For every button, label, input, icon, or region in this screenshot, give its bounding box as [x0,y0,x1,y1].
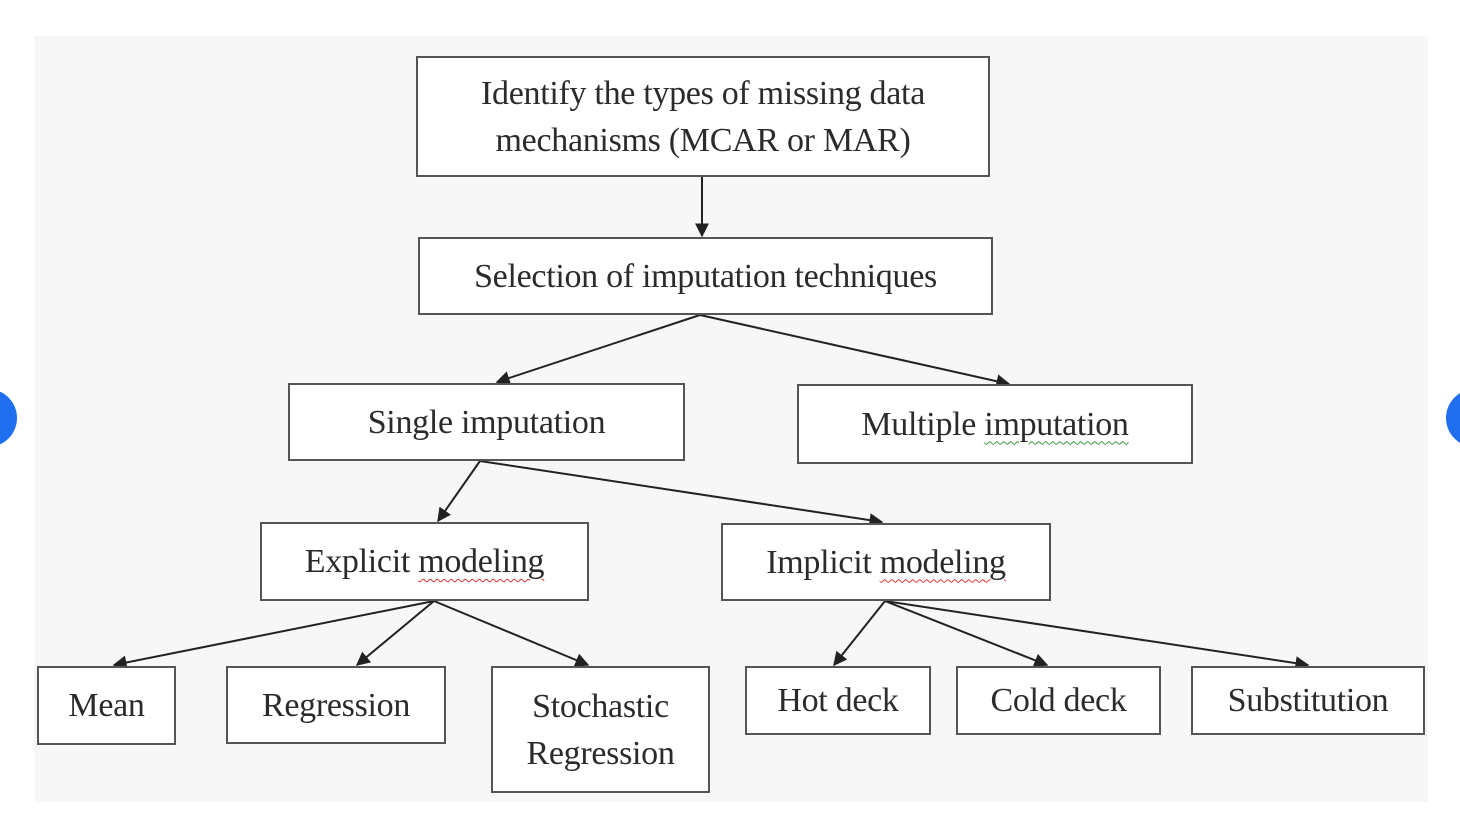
arrow-single-to-explicit [437,460,481,523]
arrow-implicit-to-substitution [884,600,1310,671]
node-regression: Regression [226,666,446,744]
node-cold-deck: Cold deck [956,666,1161,735]
arrow-implicit-to-hotdeck [833,600,886,667]
node-mean: Mean [37,666,176,745]
node-substitution: Substitution [1191,666,1425,735]
previous-arrow-icon[interactable] [0,389,17,447]
node-implicit-word-2: modeling [879,543,1006,581]
node-multiple-imputation: Multiple imputation [797,384,1193,464]
node-stochastic-line-2: Regression [526,734,675,772]
node-implicit-word-1: Implicit [766,543,872,581]
node-identify-missing-data-mechanisms: Identify the types of missing data mecha… [416,56,990,177]
node-multiple-word-2: imputation [984,405,1129,443]
node-cold-deck-label: Cold deck [990,682,1127,719]
node-stochastic-regression: Stochastic Regression [491,666,710,793]
node-multiple-word-1: Multiple [861,405,977,443]
arrow-implicit-to-colddeck [884,600,1049,667]
node-single-label: Single imputation [367,403,606,441]
node-hot-deck: Hot deck [745,666,931,735]
node-selection-label: Selection of imputation techniques [474,257,937,295]
node-regression-label: Regression [261,686,411,724]
node-substitution-label: Substitution [1227,682,1389,719]
arrow-single-to-implicit [479,460,884,528]
node-single-imputation: Single imputation [288,383,685,461]
arrow-selection-to-multiple [699,314,1011,389]
node-hot-deck-label: Hot deck [777,682,899,719]
node-selection-of-imputation-techniques: Selection of imputation techniques [418,237,993,315]
arrow-explicit-to-mean [112,600,435,670]
node-identify-line-1: Identify the types of missing data [481,74,925,112]
arrow-explicit-to-stochastic [433,600,590,667]
next-arrow-icon[interactable] [1446,389,1460,447]
node-explicit-word-2: modeling [418,543,545,580]
node-mean-label: Mean [68,687,145,724]
node-identify-line-2: mechanisms (MCAR or MAR) [495,121,911,159]
node-stochastic-line-1: Stochastic [532,687,669,725]
node-implicit-modeling: Implicit modeling [721,523,1051,601]
node-explicit-modeling: Explicit modeling [260,522,589,601]
arrow-selection-to-single [495,314,701,385]
arrow-explicit-to-regression [355,600,435,666]
node-explicit-word-1: Explicit [304,543,411,580]
